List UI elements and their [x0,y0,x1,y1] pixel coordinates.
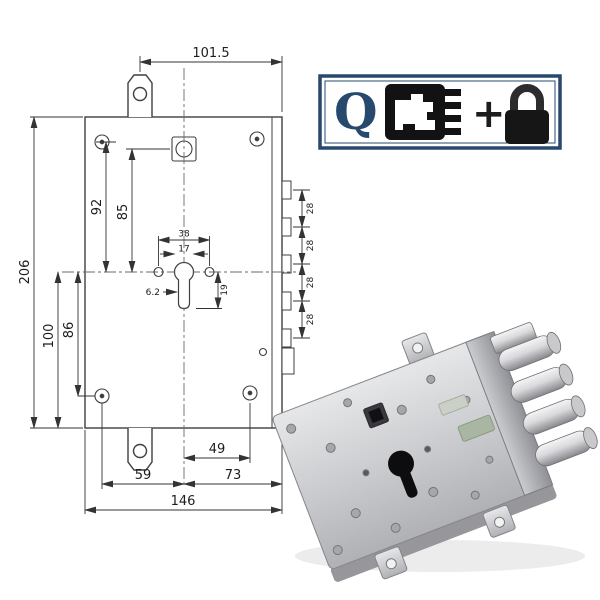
top-mounting-tab [127,74,153,117]
dim-label-overall-height: 206 [18,260,33,285]
dim-label-pitch-2: 28 [306,240,316,252]
dim-label-86: 86 [62,322,77,339]
top-tab-hole [132,86,148,102]
dim-label-59: 59 [135,468,152,483]
photo-euro-keyhole [388,450,418,498]
badge-plus-sign: + [472,91,506,137]
dim-label-38: 38 [178,230,190,240]
dimensions: 101.5 206 100 86 92 [18,46,316,514]
dim-label-62: 6.2 [146,288,160,298]
dim-label-146: 146 [171,494,196,509]
dim-stem-offset: 6.2 [146,288,178,298]
white-sticker [438,394,469,416]
bottom-tab-hole [132,443,148,459]
technical-drawing [62,68,296,488]
deadbolt-pins [498,331,598,467]
dim-label-73: 73 [225,468,242,483]
euro-cylinder-hole [173,261,195,310]
dim-follower-to-center: 85 [116,148,170,273]
dim-label-pitch-3: 28 [306,277,316,289]
badge-q-letter: Q [334,82,378,141]
dim-cylinder-width: 17 [160,245,208,258]
badge-border-inner [324,80,556,144]
lock-faceplate-strip [465,330,554,497]
padlock-icon [505,84,549,144]
bottom-mounting-tab [127,428,153,471]
dim-label-top-width: 101.5 [192,46,229,61]
dim-hole-to-center: 92 [90,141,116,273]
dim-overall-width: 146 [84,430,283,514]
dim-overall-height: 206 [18,116,83,429]
photo-plate-holes [286,374,494,556]
dim-top-width: 101.5 [139,46,283,112]
photo-mounting-tabs [374,332,516,580]
small-hole [258,347,268,357]
latch-protrusion [281,347,295,375]
green-sticker [457,414,496,442]
dim-center-to-bottom: 100 [42,271,62,429]
dim-label-pitch-1: 28 [306,203,316,215]
fixing-holes [94,131,268,404]
dim-pitch-chain: 28 28 28 28 [293,189,316,339]
dim-bottom-chain: 59 73 [101,403,283,489]
dim-label-17: 17 [178,245,189,255]
dim-center-to-bottom-holes: 86 [62,271,95,397]
photo-follower-square [363,402,389,429]
bolt-protrusions [281,180,295,375]
product-photo [272,322,598,582]
cylinder-screw-holes [153,266,215,278]
dim-center-to-hole: 49 [183,403,251,463]
dim-label-92: 92 [90,199,105,216]
dim-screw-spacing: 38 [157,230,211,266]
brand-badge: Q + [318,74,562,150]
dim-label-pitch-4: 28 [306,314,316,326]
dim-label-100: 100 [42,324,57,349]
dim-label-19: 19 [220,284,230,296]
dim-cylinder-stem: 19 [196,271,230,310]
lock-mechanism-icon [385,84,461,140]
dim-label-49: 49 [209,442,226,457]
dim-label-85: 85 [116,204,131,221]
